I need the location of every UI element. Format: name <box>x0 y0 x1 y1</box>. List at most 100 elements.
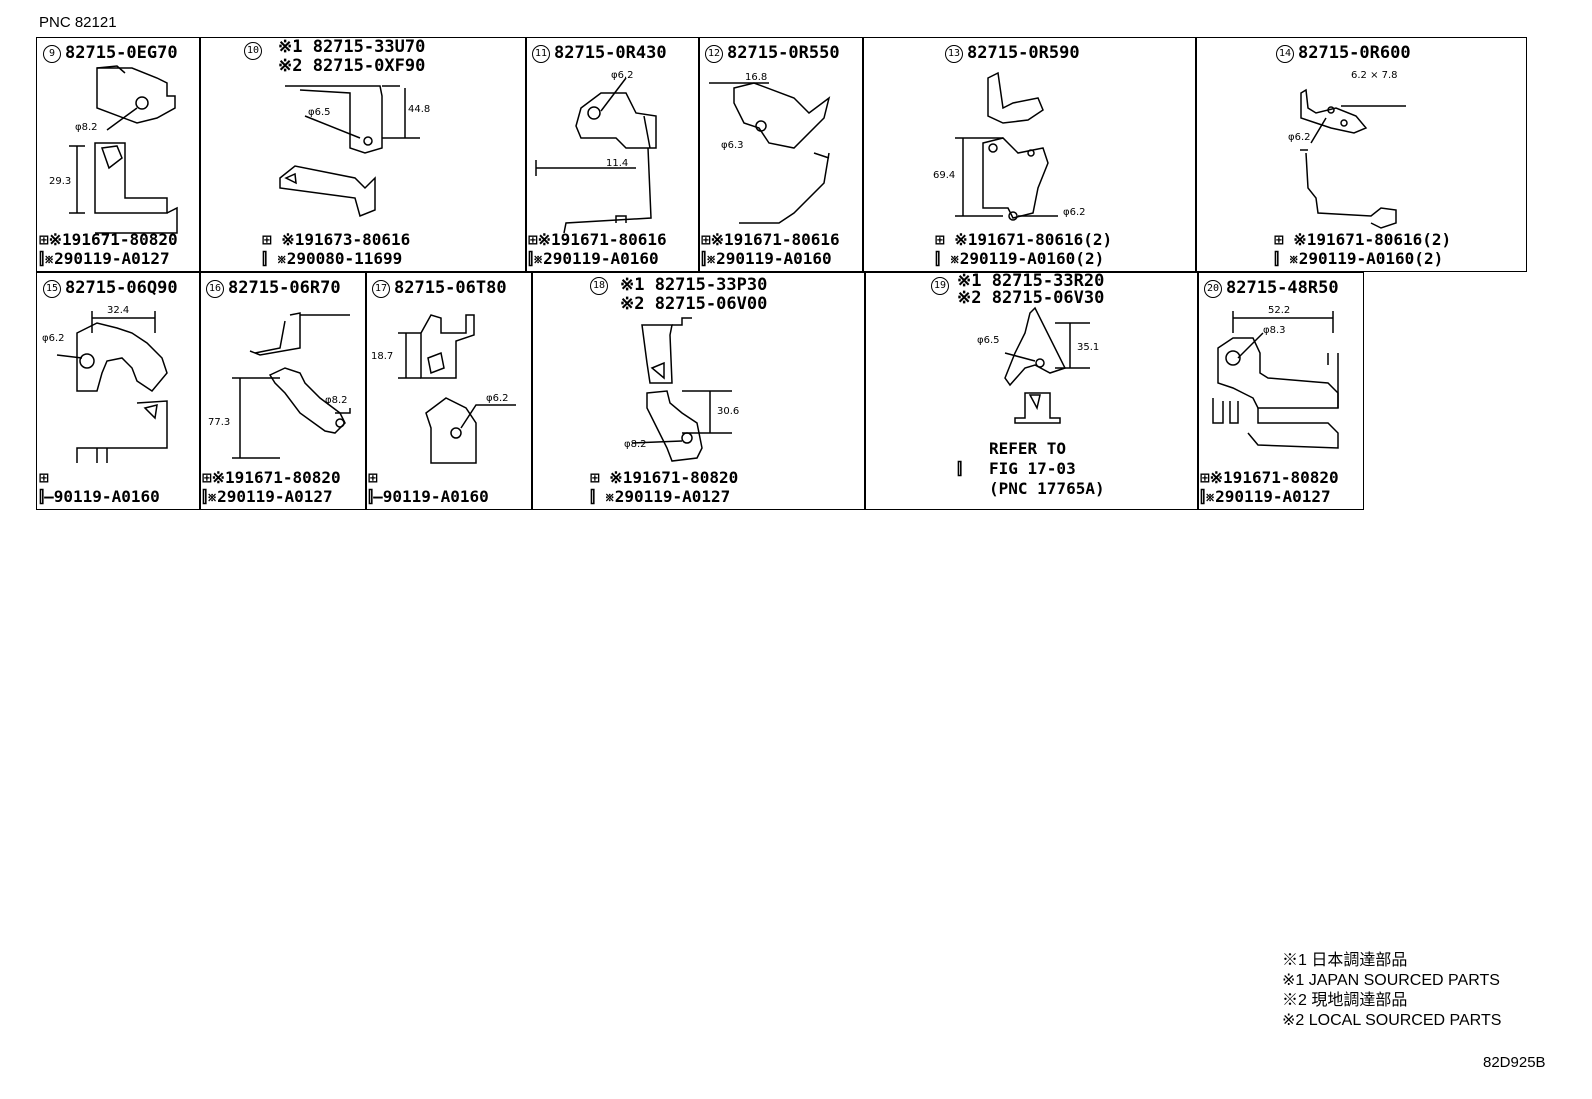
bolt-line: ⊞ <box>368 468 378 487</box>
bolt-icon: ⫿ <box>701 249 707 268</box>
bracket-drawing: φ6.5 35.1 <box>977 306 1099 424</box>
bolt-line: ⫿※290119-A0127 <box>39 249 170 268</box>
bracket-drawing: 18.7 φ6.2 <box>371 314 516 464</box>
dim-label: 30.6 <box>717 406 739 417</box>
bracket-drawing: 6.2 × 7.8 φ6.2 <box>1288 70 1406 229</box>
bolt-line: ⊞ ※191671-80820 <box>590 468 739 487</box>
dim-label: 52.2 <box>1268 305 1290 316</box>
bracket-drawing: 30.6 φ8.2 <box>624 317 739 462</box>
cell-19: 19 ※1 82715-33R20 ※2 82715-06V30 φ6.5 35… <box>864 272 1199 510</box>
circled-number-icon: 19 <box>931 277 949 295</box>
bolt-icon: ⊞ <box>39 468 49 487</box>
part-number-1: ※1 82715-33P30 <box>620 275 768 295</box>
bolt-line: ⫿※290119-A0160 <box>701 249 832 268</box>
pnc-label: PNC 82121 <box>39 14 117 31</box>
bolt-line: ⫿—90119-A0160 <box>368 487 489 506</box>
bolt-icon: ⫿ <box>528 249 534 268</box>
part-number: 82715-0EG70 <box>65 43 178 63</box>
circled-number-icon: 16 <box>206 280 224 298</box>
circled-number-icon: 17 <box>372 280 390 298</box>
part-number: 82715-0R430 <box>554 43 667 63</box>
bolt-icon: ⊞ <box>590 468 600 487</box>
bolt-icon: ⊞ <box>701 230 711 249</box>
dim-label: φ6.2 <box>611 70 634 81</box>
dim-label: φ6.5 <box>977 335 1000 346</box>
dim-label: φ6.2 <box>1288 132 1311 143</box>
circled-number-icon: 11 <box>532 45 550 63</box>
part-number-2: ※2 82715-0XF90 <box>278 56 426 76</box>
part-number-2: ※2 82715-06V00 <box>620 294 768 314</box>
dim-label: 44.8 <box>408 104 430 115</box>
bolt-line: ⊞ ※191671-80616(2) <box>935 230 1113 249</box>
circled-number-icon: 18 <box>590 277 608 295</box>
circled-number-icon: 20 <box>1204 280 1222 298</box>
cell-header: 10 <box>244 40 266 60</box>
part-number-2: ※2 82715-06V30 <box>957 288 1105 308</box>
bolt-icon: ⊞ <box>368 468 378 487</box>
bolt-icon: ⫿ <box>202 487 208 506</box>
bracket-drawing: φ8.2 29.3 <box>49 65 178 234</box>
part-number-1: ※1 82715-33R20 <box>957 272 1105 291</box>
part-number: 82715-06T80 <box>394 278 507 298</box>
cell-10: 10 ※1 82715-33U70 ※2 82715-0XF90 φ6.5 44… <box>199 37 527 272</box>
note-line: ※1 JAPAN SOURCED PARTS <box>1282 972 1500 989</box>
bolt-line: ⊞※191671-80820 <box>202 468 341 487</box>
bolt-line: ⊞※191671-80616 <box>701 230 840 249</box>
bolt-icon: ⊞ <box>1200 468 1210 487</box>
circled-number-icon: 9 <box>43 45 61 63</box>
bolt-icon: ⫿ <box>957 459 963 478</box>
bolt-line: ⊞※191671-80820 <box>39 230 178 249</box>
bolt-icon: ⊞ <box>202 468 212 487</box>
dim-label: φ8.2 <box>75 122 98 133</box>
dim-label: φ6.2 <box>42 333 65 344</box>
bolt-icon: ⊞ <box>528 230 538 249</box>
bolt-icon: ⊞ <box>262 230 272 249</box>
bolt-line: ⊞ ※191673-80616 <box>262 230 411 249</box>
bolt-line: ⊞※191671-80820 <box>1200 468 1339 487</box>
bolt-icon: ⫿ <box>39 487 45 506</box>
dim-label: 18.7 <box>371 351 393 362</box>
bolt-line: ⫿※290119-A0160 <box>528 249 659 268</box>
circled-number-icon: 13 <box>945 45 963 63</box>
dim-label: φ6.3 <box>721 140 744 151</box>
bolt-line: ⫿ ※290119-A0160(2) <box>935 249 1105 268</box>
dim-label: 32.4 <box>107 305 129 316</box>
bolt-icon: ⫿ <box>39 249 45 268</box>
dim-label: φ8.3 <box>1263 325 1286 336</box>
bolt-icon: ⊞ <box>1274 230 1284 249</box>
bolt-icon: ⫿ <box>262 249 268 268</box>
cell-header: 19 <box>931 275 953 295</box>
dim-label: φ6.2 <box>486 393 509 404</box>
bolt-icon: ⫿ <box>1200 487 1206 506</box>
circled-number-icon: 12 <box>705 45 723 63</box>
bracket-drawing: 69.4 φ6.2 <box>933 71 1086 221</box>
bracket-drawing: 52.2 φ8.3 <box>1212 305 1339 449</box>
circled-number-icon: 15 <box>43 280 61 298</box>
dim-label: φ6.5 <box>308 107 331 118</box>
dim-label: 35.1 <box>1077 342 1099 353</box>
part-number-1: ※1 82715-33U70 <box>278 37 426 57</box>
dim-label: 69.4 <box>933 170 955 181</box>
dim-label: φ8.2 <box>624 439 647 450</box>
sourcing-notes: ※1 日本調達部品 ※1 JAPAN SOURCED PARTS ※2 現地調達… <box>1282 951 1501 1031</box>
bolt-icon: ⊞ <box>935 230 945 249</box>
circled-number-icon: 10 <box>244 42 262 60</box>
bracket-drawing: φ6.5 44.8 <box>279 85 430 218</box>
dim-label: 6.2 × 7.8 <box>1351 70 1398 81</box>
dim-label: 29.3 <box>49 176 71 187</box>
note-line: ※1 日本調達部品 <box>1282 952 1408 969</box>
part-number: 82715-06R70 <box>228 278 341 298</box>
note-line: ※2 LOCAL SOURCED PARTS <box>1282 1012 1502 1029</box>
bracket-drawing: 16.8 φ6.3 <box>709 72 831 224</box>
